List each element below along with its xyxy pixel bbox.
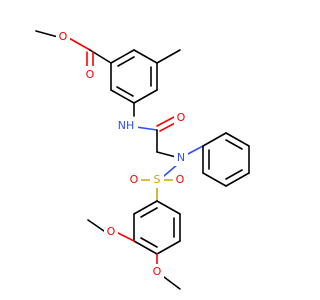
ring3-bond-1 [156, 200, 181, 215]
methoxy-o-4-label: O [153, 265, 162, 278]
diagram-background [0, 0, 300, 300]
ring1-bond-5 [110, 89, 135, 104]
ring1-bond-4 [133, 89, 158, 104]
label-bg-methoxy-o-3 [104, 224, 118, 240]
ring1-bond-2 [133, 49, 158, 64]
phenyl-ring [202, 132, 250, 187]
atom-labels: O O NH O N S O O O O [56, 29, 188, 280]
ring3-bond-6 [133, 200, 158, 215]
ring2-bond-5 [202, 172, 227, 187]
ester-o-double-label: O [86, 68, 95, 81]
ester-group [35, 30, 112, 68]
ring1-inner-1 [117, 56, 135, 67]
ring2-bond-4 [225, 172, 250, 187]
label-bg-sulfonamide-n [174, 150, 188, 166]
ring3-bond-4 [133, 240, 158, 255]
label-bg-ester-o-double [83, 66, 97, 82]
ring3-inner-3 [140, 207, 158, 218]
amide-o-label: O [177, 111, 186, 124]
bond-amide-o-double-1 [156, 116, 175, 127]
ring2-bond-2 [225, 132, 250, 147]
bond-ch2-n [156, 151, 177, 158]
ring2-bond-1 [202, 132, 227, 147]
ring3-bond-3 [156, 240, 181, 255]
label-bg-amide-nh [114, 118, 138, 134]
ring3-inner-2 [140, 237, 158, 248]
bond-ring3-o3 [115, 231, 135, 242]
methoxy-o-3-label: O [107, 225, 116, 238]
ring2-inner-2 [225, 169, 243, 180]
bond-o3-methyl [87, 219, 105, 232]
label-bg-amide-o [174, 110, 188, 126]
label-bg-sulfonyl-o-left [127, 172, 141, 188]
label-bg-ester-o-single [56, 29, 70, 45]
bond-ester-methyl [35, 30, 59, 38]
ring2-inner-1 [225, 139, 243, 150]
label-bg-methoxy-o-4 [150, 264, 164, 280]
label-bg-sulfur [150, 172, 164, 188]
label-bg-sulfonyl-o-right [173, 172, 187, 188]
sulfur-label: S [154, 173, 161, 186]
bond-ring1-methyl [156, 49, 181, 64]
ring1-bond-1 [110, 49, 135, 64]
bond-n-phenyl [185, 145, 204, 156]
ring1-inner-3 [116, 86, 134, 97]
sulfonyl-o-left-label: O [130, 173, 139, 186]
sulfonamide-n-label: N [177, 151, 185, 164]
sulfonyl-o-right-label: O [176, 173, 185, 186]
bond-o4-methyl [163, 276, 181, 290]
amide-nh-label: NH [118, 119, 135, 132]
chemical-structure-diagram: O O NH O N S O O O O [0, 0, 300, 300]
ester-o-single-label: O [59, 30, 68, 43]
benzoate-ring [110, 49, 181, 117]
bond-ester-o-carbonyl [66, 36, 91, 51]
